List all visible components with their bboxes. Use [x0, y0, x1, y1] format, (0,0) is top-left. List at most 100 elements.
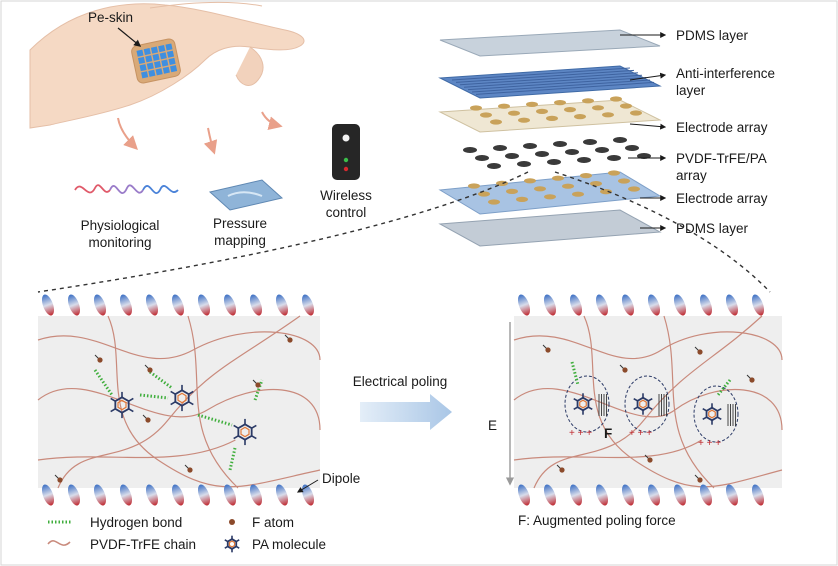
electrode-dot	[524, 178, 536, 184]
sensor-pixel	[141, 71, 149, 79]
dipole	[249, 484, 263, 506]
charge-marks: + + +	[698, 438, 721, 449]
dipole	[621, 294, 635, 316]
legend-f-atom: F atom	[252, 515, 294, 530]
sensing-dot	[523, 143, 537, 149]
dipole	[673, 484, 687, 506]
sensing-dot	[577, 157, 591, 163]
dipole	[171, 294, 185, 316]
electrode-dot	[536, 108, 548, 114]
electrode-dot	[610, 96, 622, 102]
app-label-physiological-1: Physiological	[81, 218, 160, 233]
sensor-pixel	[146, 62, 154, 70]
pe-skin-pointer	[117, 27, 142, 47]
charge-marks: + + +	[569, 428, 592, 439]
pvdf-chain	[37, 331, 321, 361]
legend-pa-molecule: PA molecule	[252, 537, 326, 552]
sensor-pixel	[145, 55, 153, 63]
f-atom	[255, 382, 261, 388]
dipole	[301, 294, 315, 316]
shield-stripe	[459, 72, 639, 86]
f-atom	[57, 477, 63, 483]
electrode-dot	[490, 119, 502, 125]
electrode-dots-1	[470, 96, 642, 125]
f-atom	[697, 349, 703, 355]
electrode-dot	[516, 196, 528, 202]
pvdf-chain	[187, 315, 239, 489]
poling-halo	[624, 375, 670, 433]
pa-molecule	[573, 393, 593, 415]
poling-halo	[693, 385, 739, 443]
pa-molecule	[170, 384, 194, 412]
sensor-pixel	[152, 53, 160, 61]
dipole	[673, 294, 687, 316]
pvdf-chain	[513, 331, 783, 361]
dipole	[543, 294, 557, 316]
layer-label-electrode-1: Electrode array	[676, 120, 768, 135]
hydrogen-bond	[139, 393, 169, 400]
electrode-dot	[628, 186, 640, 192]
dipole	[517, 484, 531, 506]
sensing-dot	[607, 155, 621, 161]
dipole	[595, 294, 609, 316]
electrode-dot	[592, 105, 604, 111]
shield-stripe	[475, 81, 655, 95]
electrode-dot	[618, 178, 630, 184]
shield-stripe	[455, 69, 635, 83]
pa-molecule	[702, 403, 722, 425]
dipole	[249, 294, 263, 316]
f-atom	[145, 417, 151, 423]
sensor-pixel	[155, 68, 163, 76]
legend-f-atom-icon	[229, 519, 235, 525]
electrode-dot	[602, 112, 614, 118]
dipole	[621, 484, 635, 506]
sensor-pixel	[150, 46, 159, 54]
layer-label-pdms-bottom: PDMS layer	[676, 221, 749, 236]
sensor-pixel	[159, 52, 167, 60]
force-symbol: F	[604, 426, 612, 441]
pa-molecule	[224, 535, 240, 553]
layer-electrode-array-2	[438, 171, 662, 215]
pa-molecule	[633, 393, 653, 415]
sensing-dot	[625, 145, 639, 151]
layer-label-anti-1: Anti-interference	[676, 66, 775, 81]
electrode-dot	[518, 117, 530, 123]
electrode-dot	[468, 183, 480, 189]
sensor-pixel	[154, 60, 162, 69]
sensor-pixel	[162, 66, 170, 74]
legend-pa-molecule-icon	[224, 535, 240, 553]
pa-molecules: + + ++ + ++ + +	[93, 361, 739, 471]
hydrogen-bond	[253, 379, 264, 401]
layer-label-pvdf-1: PVDF-TrFE/PA	[676, 151, 767, 166]
anti-interference-pattern	[451, 67, 655, 95]
poling-arrow	[360, 394, 452, 430]
dipole	[647, 294, 661, 316]
hydrogen-bond	[93, 369, 114, 396]
dipole	[145, 484, 159, 506]
layer-stack	[438, 29, 662, 247]
electrode-dot	[600, 189, 612, 195]
pvdf-chain	[533, 315, 763, 489]
pvdf-chains-left	[37, 315, 321, 489]
sensor-pixel	[168, 57, 176, 66]
sensing-dot	[613, 137, 627, 143]
dipole	[275, 484, 289, 506]
f-atom	[622, 367, 628, 373]
dipole	[725, 484, 739, 506]
electrode-dot	[480, 112, 492, 118]
electrode-dot	[552, 175, 564, 181]
dipole	[223, 294, 237, 316]
zoom-line-left	[37, 171, 529, 293]
dipole	[197, 484, 211, 506]
zoom-line-right	[554, 171, 771, 293]
poling-label: Electrical poling	[353, 374, 448, 389]
sensing-dot	[583, 139, 597, 145]
sensing-dot	[517, 161, 531, 167]
f-atoms	[54, 334, 755, 483]
electrode-dot	[554, 100, 566, 106]
wireless-device-icon	[332, 124, 360, 180]
dipole	[171, 484, 185, 506]
shield-stripe	[467, 77, 647, 91]
hydrogen-bond	[197, 413, 233, 427]
